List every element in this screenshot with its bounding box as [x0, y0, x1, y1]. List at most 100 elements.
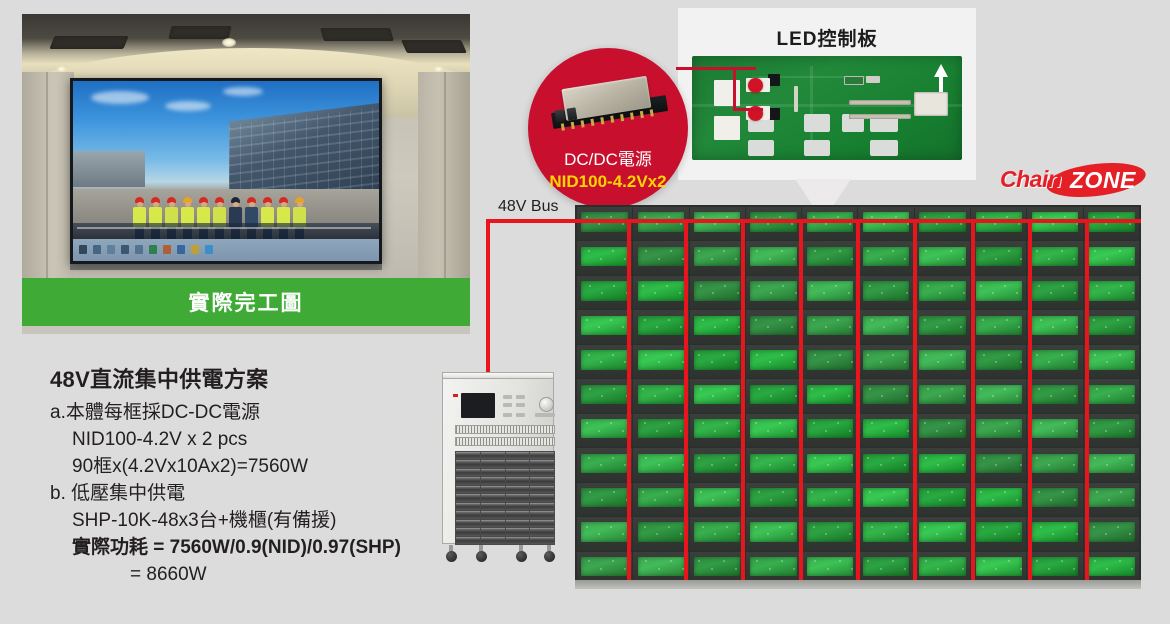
led-module-cell: [1083, 310, 1139, 344]
led-module-cell: [1027, 448, 1083, 482]
led-module-cell: [858, 275, 914, 310]
led-module-cell: [633, 413, 689, 448]
spec-line: = 8660W: [130, 563, 207, 585]
cabinet-button[interactable]: [516, 413, 525, 417]
wall-floor-shadow: [575, 580, 1141, 589]
led-module-cell: [689, 517, 745, 551]
wall-bus-vertical: [741, 219, 745, 587]
led-module-cell: [802, 379, 858, 413]
led-module-cell: [971, 413, 1027, 448]
building-secondary: [73, 151, 145, 187]
led-module-cell: [1083, 448, 1139, 482]
led-module-cell: [577, 207, 633, 241]
led-screen-content: [73, 81, 379, 261]
wall-bus-vertical: [1085, 219, 1089, 587]
dcdc-label-line2: NID100-4.2Vx2: [549, 171, 667, 191]
cabinet-button[interactable]: [503, 413, 512, 417]
led-module-cell: [971, 275, 1027, 310]
led-module-cell: [914, 482, 971, 517]
led-control-pcb: [692, 56, 962, 160]
cabinet-status-led: [453, 394, 458, 397]
led-module-cell: [802, 344, 858, 379]
led-module-cell: [914, 207, 971, 241]
led-module-cell: [858, 413, 914, 448]
led-module-cell: [577, 413, 633, 448]
power-input-marker-icon: [748, 78, 763, 93]
led-module-cell: [914, 551, 971, 585]
cabinet-button[interactable]: [503, 395, 512, 399]
led-module-cell: [802, 517, 858, 551]
led-module-cell: [858, 344, 914, 379]
spec-line: SHP-10K-48x3台+機櫃(有備援): [72, 509, 337, 531]
led-module-cell: [633, 517, 689, 551]
wall-bus-vertical: [627, 219, 631, 587]
led-module-cell: [802, 310, 858, 344]
led-module-cell: [689, 310, 745, 344]
orientation-up-arrow-stem: [939, 76, 943, 92]
video-player-bar: [73, 223, 379, 239]
left-wall-panel: [22, 72, 74, 286]
led-module-cell: [689, 344, 745, 379]
led-module-cell: [802, 413, 858, 448]
led-module-cell: [577, 517, 633, 551]
cabinet-button[interactable]: [516, 395, 525, 399]
led-module-cell: [633, 482, 689, 517]
cabinet-button[interactable]: [535, 413, 555, 417]
screen-base: [70, 264, 382, 270]
ceiling-light-strip: [320, 28, 394, 41]
downlight: [434, 66, 443, 72]
led-wall-grid: [575, 205, 1141, 587]
spec-heading: 48V直流集中供電方案: [50, 367, 269, 392]
cabinet-knob[interactable]: [539, 397, 554, 412]
led-module-cell: [858, 551, 914, 585]
ceiling-light-strip: [401, 40, 467, 53]
led-module-cell: [633, 241, 689, 275]
control-board-title: LED控制板: [776, 29, 878, 50]
wall-bus-vertical: [684, 219, 688, 587]
led-module-cell: [689, 207, 745, 241]
led-module-cell: [633, 344, 689, 379]
led-module-cell: [745, 482, 802, 517]
led-module-cell: [802, 241, 858, 275]
orientation-up-arrow-icon: [934, 64, 948, 77]
cabinet-button[interactable]: [503, 403, 512, 407]
led-module-cell: [633, 379, 689, 413]
led-module-cell: [577, 241, 633, 275]
caster: [446, 545, 457, 562]
led-module-cell: [1083, 413, 1139, 448]
led-module-cell: [914, 275, 971, 310]
led-module-cell: [745, 275, 802, 310]
spec-line: b. 低壓集中供電: [50, 482, 186, 504]
windows-taskbar: [73, 239, 379, 261]
led-module-cell: [745, 448, 802, 482]
led-module-cell: [914, 310, 971, 344]
led-module-cell: [1027, 275, 1083, 310]
led-module-cell: [858, 379, 914, 413]
led-module-cell: [1027, 379, 1083, 413]
led-module-cell: [689, 241, 745, 275]
led-module-cell: [858, 207, 914, 241]
led-module-cell: [745, 207, 802, 241]
led-module-cell: [1083, 482, 1139, 517]
ceiling-light-strip: [168, 26, 232, 39]
led-module-cell: [802, 275, 858, 310]
wall-bus-vertical: [799, 219, 803, 587]
led-module-cell: [1027, 482, 1083, 517]
led-module-cell: [971, 310, 1027, 344]
led-module-cell: [633, 207, 689, 241]
spec-line: 90框x(4.2Vx10Ax2)=7560W: [72, 455, 309, 477]
led-module-cell: [1083, 241, 1139, 275]
cabinet-display: [461, 393, 495, 418]
rectifier-bay: [455, 451, 555, 545]
dcdc-module-image: [547, 69, 671, 135]
rectifier-column: [530, 452, 554, 544]
led-module-cell: [577, 482, 633, 517]
led-module-cell: [633, 275, 689, 310]
led-module-cell: [1083, 207, 1139, 241]
video-progress: [77, 227, 371, 229]
led-module-cell: [858, 310, 914, 344]
led-module-cell: [1083, 275, 1139, 310]
led-module-cell: [914, 517, 971, 551]
downlight: [57, 66, 66, 72]
cabinet-button[interactable]: [516, 403, 525, 407]
